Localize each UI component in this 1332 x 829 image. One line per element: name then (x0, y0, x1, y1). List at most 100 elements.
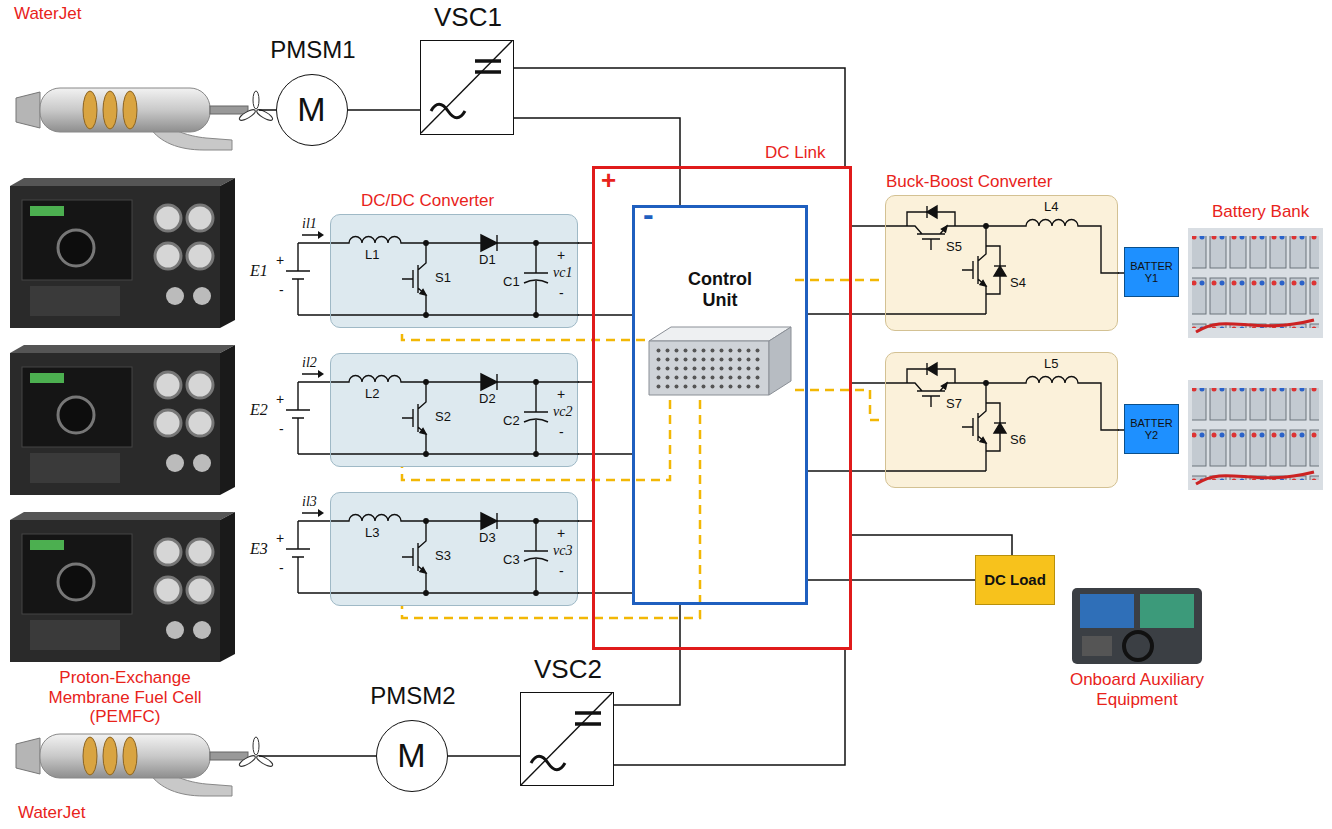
drawing-part (769, 327, 791, 395)
part-label: L3 (365, 526, 379, 541)
control-signal-line (402, 328, 645, 340)
polarity-mark: - (559, 563, 564, 579)
converter-box: S7L5S6 (885, 352, 1118, 488)
power-wire (514, 118, 680, 205)
part-label: C3 (503, 553, 520, 568)
polarity-mark: - (279, 421, 284, 437)
load-label: DC Load (984, 571, 1046, 588)
drawing-part (318, 231, 324, 517)
console-picture (1072, 588, 1202, 664)
part-label: L4 (1044, 200, 1058, 215)
part-label: S4 (1010, 276, 1026, 291)
power-wire (578, 453, 632, 455)
polarity-mark: + (276, 530, 284, 546)
part-label: D1 (479, 253, 496, 268)
buck-boost-circuit (886, 196, 1117, 330)
polarity-mark: - (559, 285, 564, 301)
part-label: L2 (365, 387, 379, 402)
control-signal-line (795, 390, 885, 420)
polarity-mark: - (279, 282, 284, 298)
power-wire (808, 579, 975, 581)
polarity-mark: + (601, 167, 616, 193)
voltage-label: vc2 (553, 404, 572, 420)
fuel-cell-picture (10, 345, 235, 495)
motor-symbol: M (297, 90, 325, 129)
drawing-part (286, 374, 330, 454)
converter-label: VSC1 (434, 3, 502, 33)
converter-heading: DC/DC Converter (361, 191, 494, 211)
drawing-part (1080, 594, 1134, 628)
part-label: D2 (479, 392, 496, 407)
power-wire (852, 382, 885, 384)
power-wire (578, 381, 592, 383)
drawing-part (10, 512, 235, 662)
power-wire (578, 592, 632, 594)
drawing-part (649, 327, 791, 341)
picture-label: Onboard Auxiliary Equipment (1042, 670, 1232, 709)
motor-label: PMSM1 (270, 36, 355, 64)
polarity-mark: + (557, 386, 565, 402)
drawing-part (886, 363, 1119, 471)
drawing-part (1188, 380, 1323, 490)
power-wire (808, 313, 885, 315)
converter-box: DC/DC ConverterL1S1D1C1+vc1- (330, 214, 578, 328)
converter-box: L3S3D3C3+vc3- (330, 492, 578, 606)
part-label: S3 (435, 549, 451, 564)
polarity-mark: - (559, 424, 564, 440)
source-label: E2 (250, 401, 268, 419)
converter-box: VSC1 (420, 40, 514, 135)
polarity-mark: - (279, 560, 284, 576)
power-wire (852, 535, 1012, 555)
battery-box: BATTER Y1 (1124, 247, 1179, 297)
unit-label: Control Unit (670, 269, 770, 310)
part-label: S5 (946, 240, 962, 255)
drawing-part (655, 347, 763, 389)
drawing-part (10, 178, 235, 328)
part-label: L1 (365, 248, 379, 263)
drawing-part (1140, 594, 1194, 628)
picture-label: WaterJet (18, 803, 85, 823)
current-label: il3 (302, 494, 317, 510)
converter-box: Buck-Boost ConverterS5L4S4 (885, 195, 1118, 331)
picture-label: Proton-Exchange Membrane Fuel Cell (PEMF… (40, 668, 210, 727)
drawing-part (1188, 228, 1323, 338)
drawing-part (1124, 632, 1152, 660)
polarity-mark: - (643, 198, 654, 230)
current-label: il2 (302, 355, 317, 371)
converter-symbol (521, 693, 612, 785)
control-unit: Control Unit (645, 265, 795, 400)
source-label: E3 (250, 540, 268, 558)
power-wire (578, 314, 632, 316)
boost-circuit (331, 354, 577, 466)
polarity-mark: + (276, 252, 284, 268)
power-wire (614, 650, 845, 765)
fuel-cell-picture (10, 178, 235, 328)
drawing-part (16, 734, 274, 796)
negative-bus: - Control Unit (632, 205, 808, 605)
drawing-part (286, 513, 330, 593)
load-box: DC Load (975, 555, 1055, 605)
battery-bank-picture (1188, 228, 1323, 338)
waterjet-picture (16, 88, 274, 150)
buck-boost-circuit (886, 353, 1117, 487)
power-wire (348, 109, 420, 111)
drawing-part (331, 513, 579, 595)
part-label: L5 (1044, 357, 1058, 372)
source-label: E1 (250, 262, 268, 280)
converter-symbol (421, 41, 512, 133)
drawing-part (521, 693, 612, 785)
drawing-part (16, 88, 274, 150)
part-label: C2 (503, 414, 520, 429)
motor-circle: PMSM1M (276, 74, 348, 146)
picture-label: WaterJet (14, 4, 81, 24)
power-wire (614, 605, 680, 705)
part-label: S1 (435, 271, 451, 286)
part-label: C1 (503, 275, 520, 290)
battery-label: BATTER Y1 (1130, 260, 1173, 284)
boost-circuit (331, 215, 577, 327)
motor-label: PMSM2 (370, 682, 455, 710)
converter-heading: Buck-Boost Converter (886, 172, 1052, 192)
drawing-part (649, 341, 769, 395)
bus-heading: DC Link (765, 143, 825, 163)
